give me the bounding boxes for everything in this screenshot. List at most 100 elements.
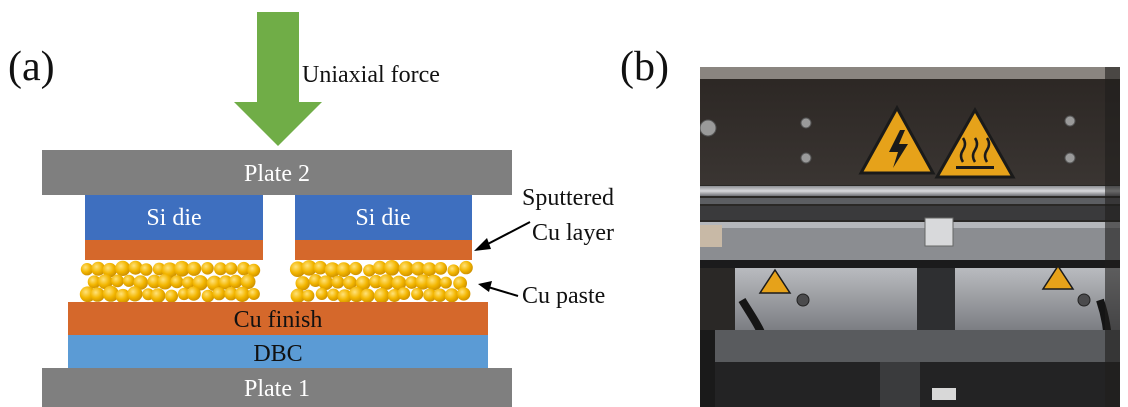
cu-paste-particle [157, 274, 173, 290]
cu-paste-particle [327, 288, 340, 301]
high-voltage-warning-icon [858, 104, 936, 175]
cu-paste-particle [324, 262, 341, 278]
sputtered-label-line1: Sputtered [522, 185, 614, 211]
cu-paste-particle [349, 261, 363, 276]
cu-finish [68, 302, 488, 335]
cu-paste-particle [128, 260, 143, 275]
paste-pointer-arrow-icon [478, 281, 519, 297]
cu-paste-particle [165, 289, 178, 303]
cu-paste-particle [240, 274, 256, 290]
si-die-right-label: Si die [355, 205, 410, 231]
si-die-left-label: Si die [146, 205, 201, 231]
cu-paste-particle [102, 262, 117, 278]
cu-paste-particle [212, 287, 226, 301]
cu-paste-particle [186, 286, 201, 301]
cu-paste-particle [453, 276, 467, 291]
cu-paste-particle [90, 287, 105, 302]
cu-paste-particle [318, 275, 334, 291]
panel-b-label: (b) [620, 44, 669, 90]
heater-left-warning-icon [758, 268, 792, 294]
cu-paste-left [79, 260, 261, 304]
uniaxial-force-arrow-icon [234, 12, 322, 146]
cu-paste-particle [355, 275, 371, 291]
cu-paste-particle [302, 289, 315, 302]
panel-a-label: (a) [8, 44, 55, 90]
cu-paste-particle [459, 260, 473, 275]
cu-paste-particle [187, 261, 202, 276]
heater-right-warning-icon [1041, 264, 1075, 290]
plate-2 [42, 150, 512, 195]
plate-1-label: Plate 1 [244, 376, 310, 402]
dbc-substrate [68, 335, 488, 368]
cu-paste-particle [214, 262, 227, 276]
cu-paste-particle [147, 274, 162, 289]
cu-paste-particle [102, 285, 119, 302]
cu-paste-particle [122, 274, 135, 287]
si-die-right [295, 195, 472, 240]
cu-paste-particle [174, 260, 190, 277]
cu-paste-particle [237, 261, 251, 276]
sputtered-cu-left [85, 240, 263, 260]
cu-paste-particle [457, 287, 471, 301]
cu-paste-particle [384, 260, 400, 276]
cu-paste-particle [247, 263, 261, 277]
dbc-label: DBC [253, 341, 302, 367]
cu-paste-particle [378, 274, 395, 290]
cu-paste-particle [111, 274, 124, 288]
cu-paste-particle [434, 262, 448, 275]
cu-paste-particle [433, 288, 447, 302]
cu-paste-particle [426, 274, 442, 291]
cu-paste-particle [405, 276, 419, 289]
cu-paste-right [289, 260, 473, 304]
plate-1 [42, 368, 512, 407]
cu-paste-particle [315, 287, 328, 300]
cu-paste-particle [234, 286, 250, 302]
cu-paste-particle [360, 288, 375, 303]
sputtered-label-line2: Cu layer [532, 220, 614, 246]
plate-2-label: Plate 2 [244, 161, 310, 187]
cu-paste-particle [411, 287, 424, 301]
cu-paste-particle [290, 288, 306, 304]
cu-paste-particle [127, 286, 143, 302]
cu-paste-particle [447, 264, 460, 277]
cu-paste-particle [398, 261, 414, 277]
cu-paste-particle [150, 288, 166, 303]
cu-paste-particle [295, 276, 310, 291]
cu-paste-particle [336, 262, 352, 278]
cu-paste-particle [224, 287, 238, 301]
force-label: Uniaxial force [302, 62, 440, 88]
cu-paste-particle [80, 263, 94, 276]
cu-paste-particle [289, 261, 306, 278]
cu-paste-particle [444, 288, 459, 303]
cu-paste-particle [247, 288, 260, 300]
cu-paste-particle [411, 261, 426, 276]
cu-finish-label: Cu finish [234, 307, 323, 333]
cu-paste-particle [218, 275, 233, 290]
cu-paste-particle [91, 261, 106, 276]
si-die-left [85, 195, 263, 240]
hot-surface-warning-icon [934, 106, 1016, 179]
cu-paste-particle [115, 288, 131, 304]
press-photo [700, 67, 1120, 407]
cu-paste-particle [348, 286, 365, 303]
cu-paste-particle [133, 275, 148, 290]
cu-paste-particle [97, 274, 113, 290]
cu-paste-particle [87, 275, 101, 289]
cu-paste-particle [192, 275, 208, 291]
cu-paste-particle [228, 274, 243, 289]
cu-paste-particle [224, 262, 238, 275]
cu-paste-particle [374, 288, 390, 304]
cu-paste-particle [201, 262, 214, 275]
cu-paste-particle [397, 287, 411, 300]
cu-paste-particle [422, 262, 437, 277]
sputtered-cu-right [295, 240, 472, 260]
cu-paste-particle [439, 276, 452, 289]
cu-paste-particle [201, 289, 215, 303]
cu-paste-particle [181, 276, 195, 290]
cu-paste-particle [170, 275, 184, 289]
cu-paste-particle [177, 287, 191, 301]
panel-a-schematic: (a) Uniaxial force Plate 2 Si die Si die… [8, 12, 614, 407]
cu-paste-particle [391, 275, 407, 291]
cu-paste-particle [139, 263, 153, 276]
